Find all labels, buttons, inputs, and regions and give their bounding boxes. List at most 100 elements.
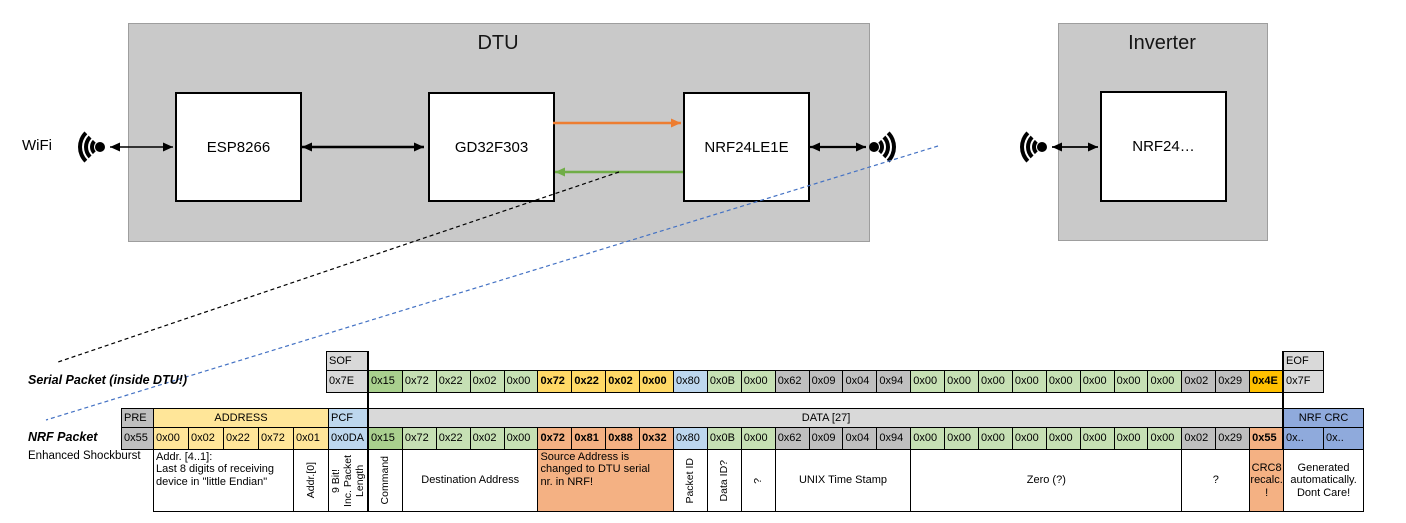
gd32f303-box: GD32F303 bbox=[428, 92, 555, 202]
wifi-dot-icon bbox=[869, 142, 879, 152]
nrf-header-cell: NRF CRC bbox=[1283, 408, 1365, 428]
nrf-annotation-cell-rotated-text: ? bbox=[752, 477, 765, 484]
serial-byte-cell: 0x15 bbox=[368, 370, 403, 393]
wifi-dot-icon bbox=[1037, 142, 1047, 152]
section-divider-line bbox=[1282, 351, 1284, 449]
nrf-annotation-cell-rotated-text: 9 Bit! Inc. Packet Length bbox=[330, 454, 367, 507]
inverter-nrf24-box: NRF24… bbox=[1100, 91, 1227, 202]
nrf-annotation-cell: Command bbox=[368, 449, 403, 512]
serial-byte-cell: 0x02 bbox=[1181, 370, 1217, 393]
wifi-icon bbox=[1002, 123, 1050, 171]
enhanced-shockburst-label: Enhanced Shockburst bbox=[28, 450, 141, 462]
nrf-byte-cell: 0x00 bbox=[1011, 427, 1047, 450]
serial-byte-cell: 0x00 bbox=[1045, 370, 1081, 393]
nrf-byte-cell: 0x09 bbox=[808, 427, 844, 450]
serial-byte-cell: 0x7E bbox=[326, 370, 369, 393]
nrf-byte-cell: 0x00 bbox=[1113, 427, 1149, 450]
serial-byte-cell: 0x09 bbox=[808, 370, 844, 393]
serial-byte-cell: 0x94 bbox=[876, 370, 912, 393]
nrf-annotation-cell: Generated automatically. Dont Care! bbox=[1283, 449, 1365, 512]
nrf-byte-cell: 0x29 bbox=[1215, 427, 1251, 450]
nrf-byte-cell: 0x15 bbox=[368, 427, 403, 450]
serial-byte-cell: 0x72 bbox=[401, 370, 437, 393]
nrf-annotation-cell: UNIX Time Stamp bbox=[774, 449, 912, 512]
serial-byte-cell: 0x62 bbox=[774, 370, 810, 393]
nrf-byte-cell: 0x80 bbox=[673, 427, 708, 450]
serial-byte-cell: 0x02 bbox=[605, 370, 641, 393]
nrf-byte-cell: 0x32 bbox=[639, 427, 675, 450]
nrf-byte-cell: 0x00 bbox=[910, 427, 946, 450]
nrf-byte-cell: 0x22 bbox=[435, 427, 471, 450]
nrf24le1e-label: NRF24LE1E bbox=[704, 138, 789, 156]
nrf-byte-cell: 0x00 bbox=[1045, 427, 1081, 450]
serial-byte-cell: 0x80 bbox=[673, 370, 708, 393]
serial-packet-label: Serial Packet (inside DTU!) bbox=[28, 373, 188, 387]
nrf-annotation-cell-rotated-text: Command bbox=[379, 456, 392, 505]
inverter-nrf24-label: NRF24… bbox=[1132, 138, 1195, 155]
nrf24le1e-box: NRF24LE1E bbox=[683, 92, 810, 202]
nrf-annotation-cell: CRC8 recalc. ! bbox=[1249, 449, 1285, 512]
nrf-byte-cell: 0x81 bbox=[571, 427, 607, 450]
serial-byte-cell: 0x00 bbox=[1079, 370, 1115, 393]
serial-byte-cell: 0x00 bbox=[1011, 370, 1047, 393]
serial-header-cell: EOF bbox=[1283, 351, 1325, 371]
serial-byte-cell: 0x7F bbox=[1283, 370, 1325, 393]
serial-byte-cell: 0x22 bbox=[571, 370, 607, 393]
serial-byte-cell: 0x00 bbox=[910, 370, 946, 393]
serial-byte-cell: 0x22 bbox=[435, 370, 471, 393]
wifi-icon bbox=[852, 123, 914, 171]
serial-byte-cell: 0x29 bbox=[1215, 370, 1251, 393]
nrf-byte-cell: 0x.. bbox=[1323, 427, 1365, 450]
esp8266-box: ESP8266 bbox=[175, 92, 302, 202]
wifi-arc-icon bbox=[1026, 131, 1058, 163]
nrf-annotation-cell: Packet ID bbox=[673, 449, 708, 512]
section-divider-line bbox=[367, 351, 369, 511]
wifi-dot-icon bbox=[95, 142, 105, 152]
nrf-byte-cell: 0x02 bbox=[188, 427, 224, 450]
wifi-icon bbox=[60, 123, 108, 171]
nrf-byte-cell: 0x00 bbox=[1079, 427, 1115, 450]
nrf-byte-cell: 0x00 bbox=[944, 427, 980, 450]
serial-byte-cell: 0x72 bbox=[537, 370, 573, 393]
nrf-byte-cell: 0x62 bbox=[774, 427, 810, 450]
nrf-annotation-cell-rotated-text: Packet ID bbox=[684, 457, 697, 504]
esp8266-label: ESP8266 bbox=[206, 138, 271, 156]
nrf-byte-cell: 0x02 bbox=[1181, 427, 1217, 450]
nrf-byte-cell: 0x0DA bbox=[328, 427, 369, 450]
nrf-byte-cell: 0x0B bbox=[706, 427, 742, 450]
serial-byte-cell: 0x00 bbox=[944, 370, 980, 393]
nrf-header-cell: ADDRESS bbox=[153, 408, 329, 428]
nrf-byte-cell: 0x00 bbox=[978, 427, 1013, 450]
nrf-byte-cell: 0x01 bbox=[293, 427, 329, 450]
serial-byte-cell: 0x00 bbox=[639, 370, 675, 393]
serial-byte-cell: 0x00 bbox=[1113, 370, 1149, 393]
nrf-annotation-cell: Destination Address bbox=[401, 449, 539, 512]
nrf-byte-cell: 0x00 bbox=[1147, 427, 1183, 450]
wifi-arc-icon bbox=[1032, 137, 1052, 157]
nrf-byte-cell: 0x55 bbox=[121, 427, 154, 450]
nrf-byte-cell: 0x00 bbox=[740, 427, 776, 450]
nrf-annotation-cell: 9 Bit! Inc. Packet Length bbox=[328, 449, 369, 512]
nrf-header-cell: PRE bbox=[121, 408, 154, 428]
gd32f303-label: GD32F303 bbox=[454, 138, 529, 156]
nrf-annotation-cell-rotated-text: Addr.[0] bbox=[304, 462, 317, 499]
nrf-annotation-cell: Addr. [4..1]: Last 8 digits of receiving… bbox=[153, 449, 294, 512]
nrf-annotation-cell: ? bbox=[1181, 449, 1251, 512]
inverter-title: Inverter bbox=[1128, 32, 1196, 54]
nrf-byte-cell: 0x94 bbox=[876, 427, 912, 450]
nrf-annotation-cell: Source Address is changed to DTU serial … bbox=[537, 449, 675, 512]
nrf-byte-cell: 0x72 bbox=[537, 427, 573, 450]
nrf-annotation-cell: Addr.[0] bbox=[293, 449, 329, 512]
wifi-label: WiFi bbox=[22, 137, 52, 154]
nrf-byte-cell: 0x00 bbox=[153, 427, 189, 450]
nrf-byte-cell: 0x88 bbox=[605, 427, 641, 450]
nrf-header-cell: DATA [27] bbox=[368, 408, 1285, 428]
serial-byte-cell: 0x04 bbox=[842, 370, 878, 393]
nrf-byte-cell: 0x04 bbox=[842, 427, 878, 450]
nrf-byte-cell: 0x00 bbox=[503, 427, 539, 450]
nrf-annotation-cell: ? bbox=[740, 449, 776, 512]
nrf-packet-label: NRF Packet bbox=[28, 430, 98, 444]
